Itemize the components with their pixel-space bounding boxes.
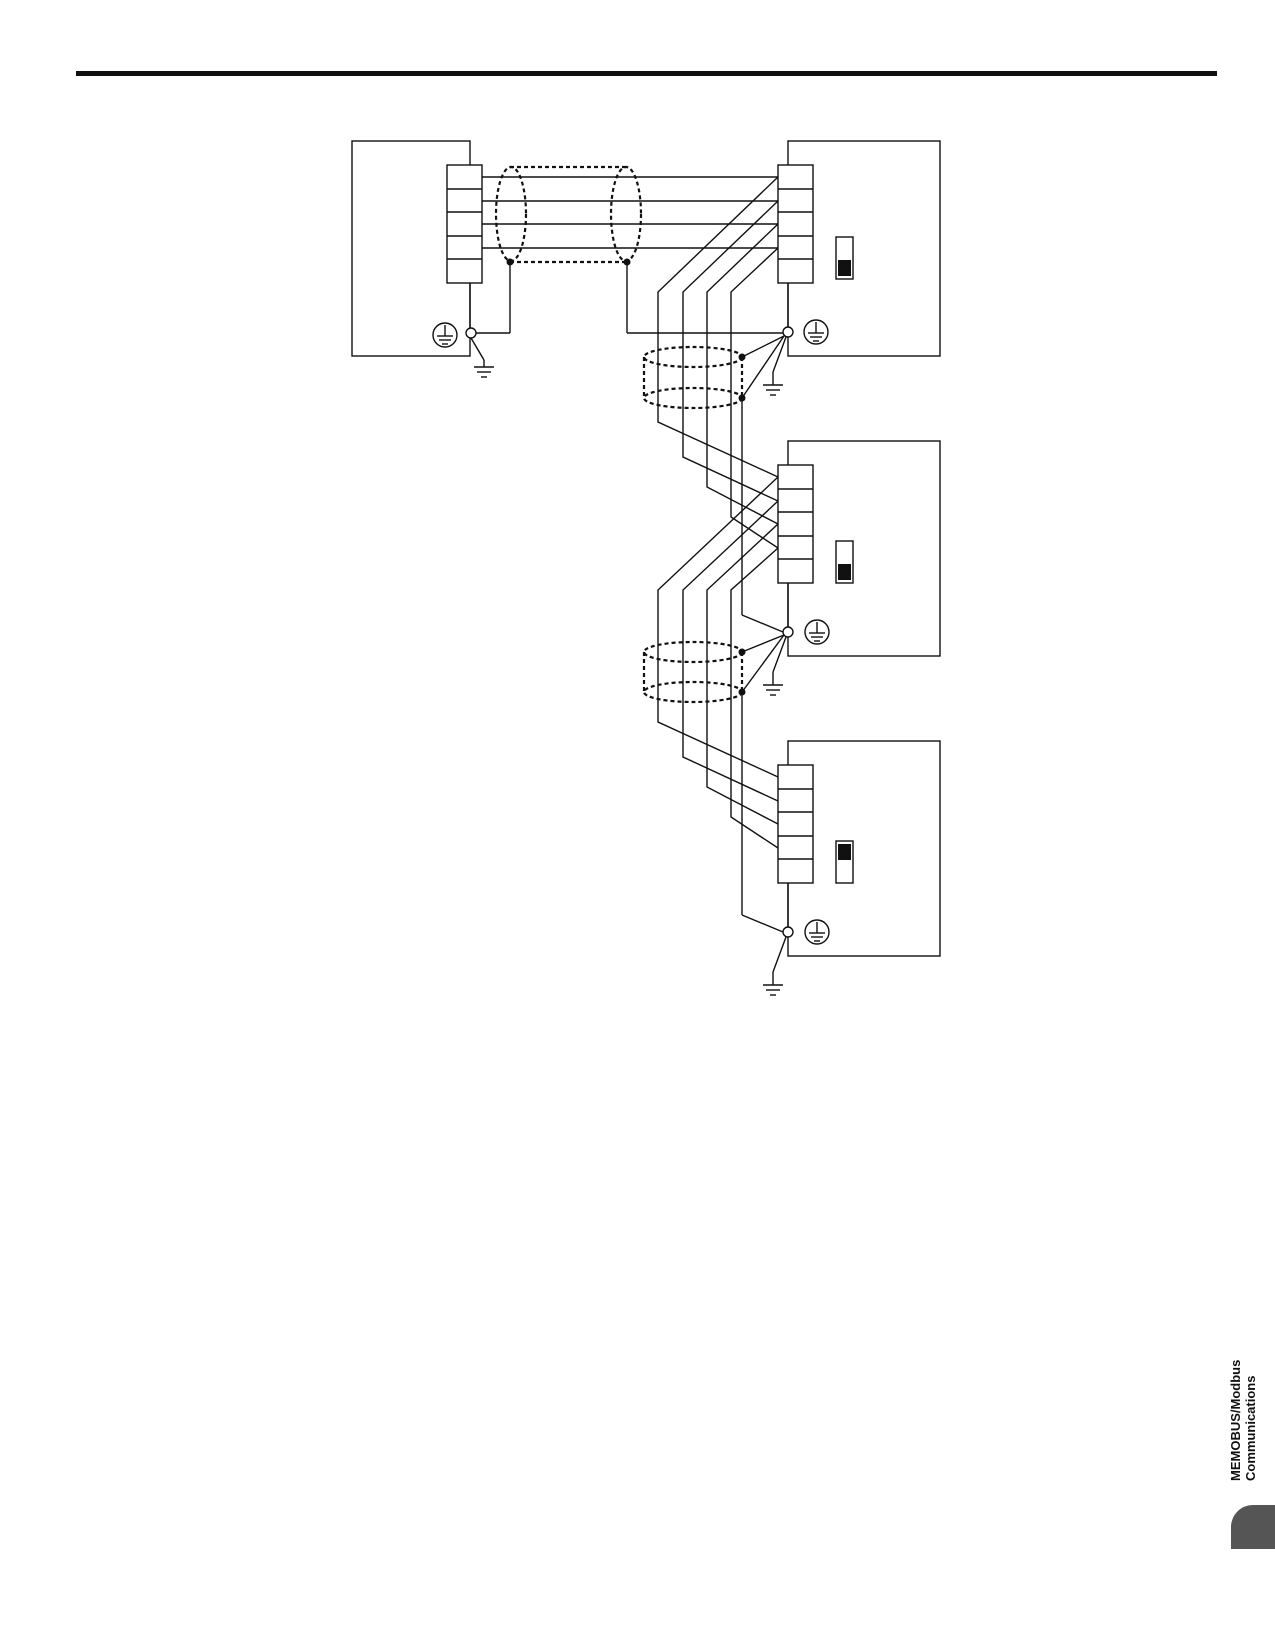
ground-symbol-icon [763,984,783,996]
protective-earth-icon [804,619,830,645]
slave-2-terminal-block [777,464,814,584]
master-terminal-block [446,164,483,284]
daisy-chain-link-1 [642,176,784,633]
termination-switch [835,840,854,884]
side-label-line-1: MEMOBUS/Modbus [1228,1359,1243,1481]
slave-device-1 [626,140,941,399]
header-rule [76,71,1217,76]
ground-terminal [782,626,794,638]
ground-terminal [465,327,477,339]
termination-switch [835,540,854,584]
cable-shield [642,345,746,410]
ground-symbol-icon [474,366,494,378]
slave-3-terminal-block [777,764,814,884]
protective-earth-icon [432,322,458,348]
cable-shield [642,640,746,704]
ground-symbol-icon [763,684,783,696]
slave-device-2 [741,440,941,696]
termination-switch [835,236,854,280]
ground-terminal [782,926,794,938]
ground-terminal [782,326,794,338]
ground-symbol-icon [763,384,783,396]
protective-earth-icon [803,319,829,345]
daisy-chain-link-2 [642,476,784,933]
section-tab[interactable] [1231,1505,1275,1549]
slave-1-terminal-block [777,164,814,284]
protective-earth-icon [804,919,830,945]
shielded-cable-1 [482,165,778,266]
side-label-line-2: Communications [1243,1375,1258,1481]
slave-device-3 [763,740,941,996]
cable-shield [510,165,627,264]
section-side-label: MEMOBUS/Modbus Communications [1228,1321,1268,1481]
master-device [351,140,511,378]
